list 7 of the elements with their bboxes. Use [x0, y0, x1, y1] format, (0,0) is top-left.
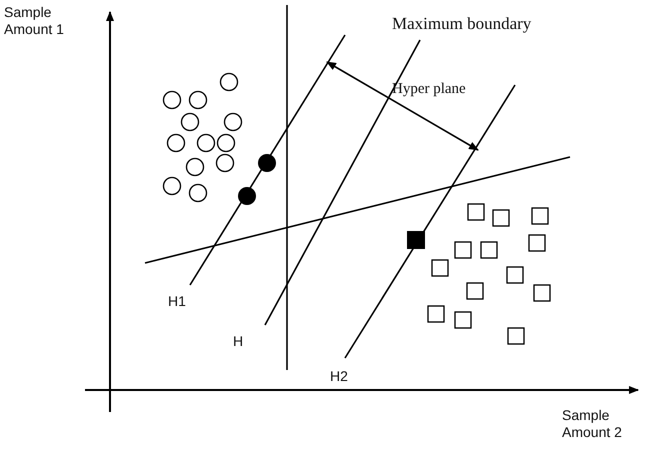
axis-label: Maximum boundary	[392, 14, 532, 34]
axis-label: H	[233, 333, 244, 350]
axis-label: Hyper plane	[392, 80, 466, 98]
axis-label: H1	[168, 293, 186, 310]
axis-label: Sample Amount 2	[562, 407, 623, 441]
axis-label: Sample Amount 1	[4, 4, 65, 38]
axis-label: H2	[330, 368, 348, 385]
